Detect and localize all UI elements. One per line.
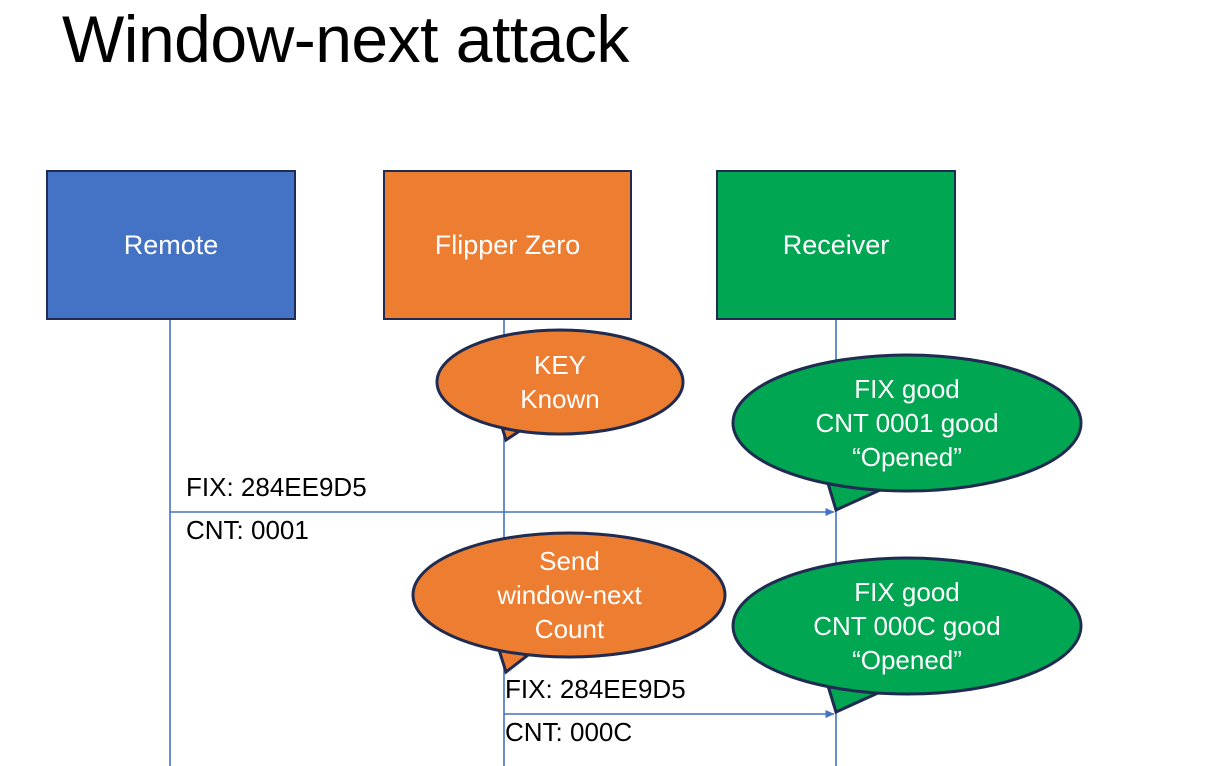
- page-title: Window-next attack: [62, 2, 629, 76]
- actor-box-remote[interactable]: Remote: [46, 170, 296, 320]
- bubble-shape-receiver-cnt-000c: [731, 556, 1083, 715]
- actor-box-receiver[interactable]: Receiver: [716, 170, 956, 320]
- message-1-fix-label: FIX: 284EE9D5: [186, 472, 367, 502]
- message-2-fix-label: FIX: 284EE9D5: [505, 674, 686, 704]
- bubble-shape-send-window-next: [411, 531, 727, 675]
- actor-label-flipper-zero: Flipper Zero: [434, 229, 581, 260]
- bubble-shape-receiver-cnt-0001: [731, 353, 1083, 513]
- actor-label-remote: Remote: [123, 229, 219, 260]
- message-1-cnt-label: CNT: 0001: [186, 515, 309, 545]
- bubble-shape-key-known: [435, 328, 685, 443]
- actor-label-receiver: Receiver: [782, 229, 890, 260]
- message-2-cnt-label: CNT: 000C: [505, 717, 633, 747]
- actor-box-flipper-zero[interactable]: Flipper Zero: [383, 170, 632, 320]
- message-arrows: [170, 508, 835, 718]
